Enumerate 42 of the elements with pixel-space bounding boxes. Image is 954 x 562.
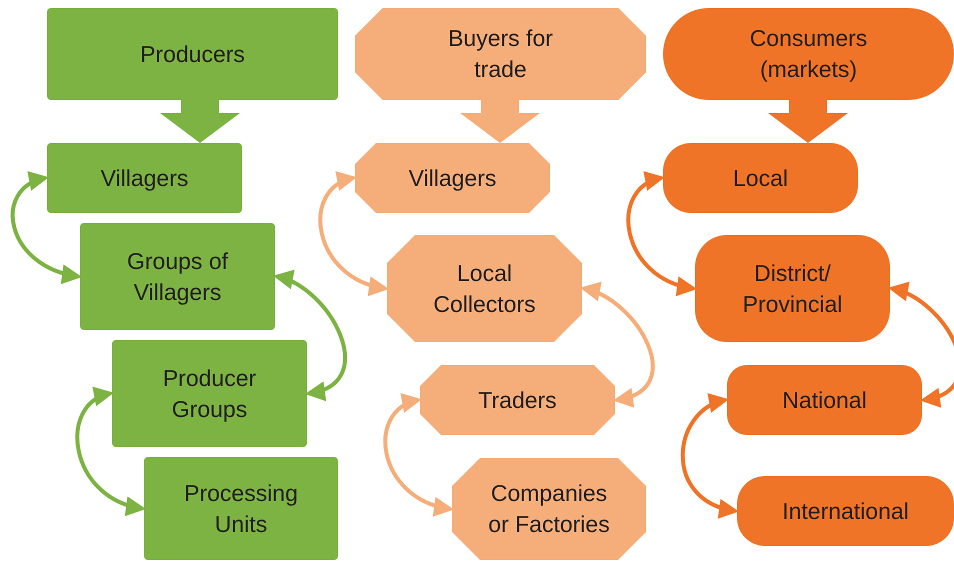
box-label: Groups of Villagers — [126, 246, 229, 307]
rounded-box — [47, 8, 338, 100]
rounded-box — [47, 143, 242, 213]
double-arrow — [75, 389, 146, 514]
octagon-box — [355, 143, 550, 213]
box-label: Producers — [140, 40, 245, 68]
octagon-box — [387, 235, 582, 342]
rounded-box — [112, 340, 307, 447]
double-arrow — [888, 284, 954, 406]
rounded-box — [737, 476, 954, 546]
block-arrow — [160, 100, 240, 143]
double-arrow — [626, 174, 697, 294]
box-label: Buyers for trade — [447, 24, 554, 84]
octagon-box — [355, 8, 646, 100]
block-arrow — [460, 100, 540, 143]
box-label: Villagers — [100, 164, 188, 193]
box-label: National — [782, 386, 867, 414]
double-arrow — [10, 173, 82, 283]
double-arrow — [318, 174, 389, 294]
rounded-box — [663, 8, 954, 100]
box-label: Local Collectors — [432, 258, 537, 318]
block-arrow — [768, 100, 848, 143]
box-label: District/ Provincial — [742, 258, 844, 318]
box-label: Processing Units — [183, 478, 299, 538]
double-arrow — [680, 396, 739, 517]
box-label: Local — [733, 164, 788, 192]
octagon-box — [452, 458, 646, 560]
rounded-box — [80, 223, 275, 330]
rounded-box — [695, 235, 890, 342]
box-label: International — [782, 496, 909, 526]
box-label: Villagers — [408, 164, 496, 193]
double-arrow — [580, 284, 655, 406]
octagon-box — [420, 365, 615, 435]
box-label: Consumers (markets) — [748, 24, 868, 84]
rounded-box — [144, 457, 338, 560]
double-arrow — [273, 272, 347, 400]
box-label: Companies or Factories — [487, 479, 611, 539]
rounded-box — [727, 365, 922, 435]
rounded-box — [663, 143, 858, 213]
double-arrow — [383, 396, 454, 515]
box-label: Producer Groups — [162, 364, 258, 424]
box-label: Traders — [478, 386, 557, 414]
